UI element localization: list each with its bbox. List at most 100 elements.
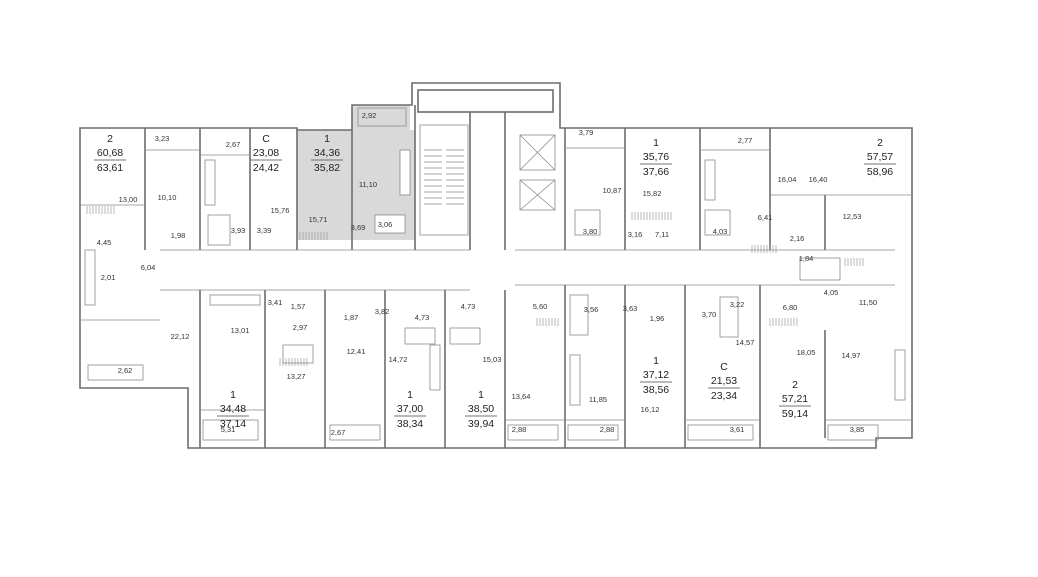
apartment-total: 35,82	[314, 162, 340, 174]
stair-steps	[424, 149, 464, 205]
room-area: 15,82	[643, 189, 662, 198]
apartment-area: 23,08	[253, 147, 279, 159]
apartment-label: 2 57,57 58,96	[864, 137, 896, 178]
balcony	[827, 424, 879, 441]
apartment-label: 1 38,50 39,94	[465, 389, 497, 430]
room-area: 1,98	[171, 231, 186, 240]
room-area: 13,27	[287, 372, 306, 381]
room-area: 13,01	[231, 326, 250, 335]
apartment-total: 63,61	[97, 162, 123, 174]
room-area: 1,84	[799, 254, 814, 263]
room-area: 3,23	[155, 134, 170, 143]
room-area: 11,50	[859, 298, 877, 307]
room-area: 14,72	[389, 355, 408, 364]
balcony	[687, 424, 754, 441]
room-area: 3,82	[375, 307, 390, 316]
room-area: 3,80	[583, 227, 598, 236]
fixtures	[84, 149, 906, 406]
apartment-type: 2	[877, 137, 883, 149]
room-area: 3,70	[702, 310, 717, 319]
room-area: 6,41	[758, 213, 773, 222]
room-area: 6,04	[141, 263, 156, 272]
elevator-1-cross-b	[519, 134, 556, 171]
bathtub	[719, 296, 739, 338]
apartment-type: 1	[324, 133, 330, 145]
apartment-total: 38,34	[397, 418, 423, 430]
room-area: 3,79	[579, 128, 594, 137]
room-area: 4,05	[824, 288, 839, 297]
apartment-area: 57,57	[867, 151, 893, 163]
apartment-area: 21,53	[711, 375, 737, 387]
room-area: 11,10	[359, 180, 377, 189]
room-area: 3,61	[730, 425, 745, 434]
apartment-type: 1	[230, 389, 236, 401]
kitchen-counter	[894, 349, 906, 401]
room-area: 15,71	[309, 215, 328, 224]
apartment-type: 1	[478, 389, 484, 401]
bathtub	[374, 214, 406, 234]
room-area: 5,31	[221, 425, 236, 434]
apartment-total: 37,14	[220, 418, 246, 430]
apartment-label: 1 37,00 38,34	[394, 389, 426, 430]
room-area: 4,73	[415, 313, 430, 322]
room-area: 11,85	[589, 395, 607, 404]
room-area: 3,56	[584, 305, 599, 314]
room-area: 14,97	[842, 351, 861, 360]
room-area: 2,16	[790, 234, 805, 243]
room-area: 1,87	[344, 313, 359, 322]
kitchen-counter	[704, 159, 716, 201]
room-area: 4,45	[97, 238, 112, 247]
room-area: 3,93	[231, 226, 246, 235]
kitchen-counter	[209, 294, 261, 306]
apartment-area: 37,00	[397, 403, 423, 415]
room-area: 2,01	[101, 273, 116, 282]
balcony	[329, 424, 381, 441]
bathtub	[207, 214, 231, 246]
apartment-area: 60,68	[97, 147, 123, 159]
highlighted-apartment	[297, 105, 415, 240]
bathtub	[404, 327, 436, 345]
room-area: 13,00	[119, 195, 138, 204]
apartment-type: С	[720, 361, 728, 373]
apartment-labels: 2 60,68 63,61 С 23,08 24,42 1 34,36 35,8…	[94, 133, 896, 430]
room-area: 18,05	[797, 348, 816, 357]
room-area: 2,88	[512, 425, 527, 434]
room-area: 3,41	[268, 298, 283, 307]
apartment-label: 1 34,48 37,14	[217, 389, 249, 430]
room-area: 2,92	[362, 111, 377, 120]
balcony	[357, 107, 407, 127]
kitchen-counter	[204, 159, 216, 206]
room-area: 4,73	[461, 302, 476, 311]
apartment-area: 37,12	[643, 369, 669, 381]
room-area: 6,80	[783, 303, 798, 312]
interior-walls-lower	[80, 285, 912, 448]
apartment-label: С 23,08 24,42	[250, 133, 282, 174]
room-area: 16,12	[641, 405, 660, 414]
room-area: 4,03	[713, 227, 728, 236]
apartment-type: С	[262, 133, 270, 145]
stairwell	[419, 124, 469, 236]
apartment-label: 1 35,76 37,66	[640, 137, 672, 178]
room-area: 7,11	[655, 230, 669, 239]
stair-core	[419, 124, 556, 236]
stair-core-top	[417, 89, 554, 113]
bathtub	[799, 257, 841, 281]
room-area: 2,67	[226, 140, 241, 149]
room-area: 3,63	[623, 304, 638, 313]
apartment-type: 1	[653, 355, 659, 367]
apartment-label: 1 34,36 35,82	[311, 133, 343, 174]
room-area: 2,77	[738, 136, 753, 145]
apartment-total: 23,34	[711, 390, 737, 402]
room-area: 3,22	[730, 300, 745, 309]
interior-walls-upper	[80, 105, 912, 250]
apartment-area: 38,50	[468, 403, 494, 415]
room-area: 15,03	[483, 355, 502, 364]
highlighted-apartment-fill	[297, 105, 415, 240]
elevator-1	[519, 134, 556, 171]
apartment-type: 1	[653, 137, 659, 149]
room-area: 1,57	[291, 302, 306, 311]
apartment-type: 1	[407, 389, 413, 401]
balcony	[507, 424, 559, 441]
room-area: 12,41	[347, 347, 366, 356]
